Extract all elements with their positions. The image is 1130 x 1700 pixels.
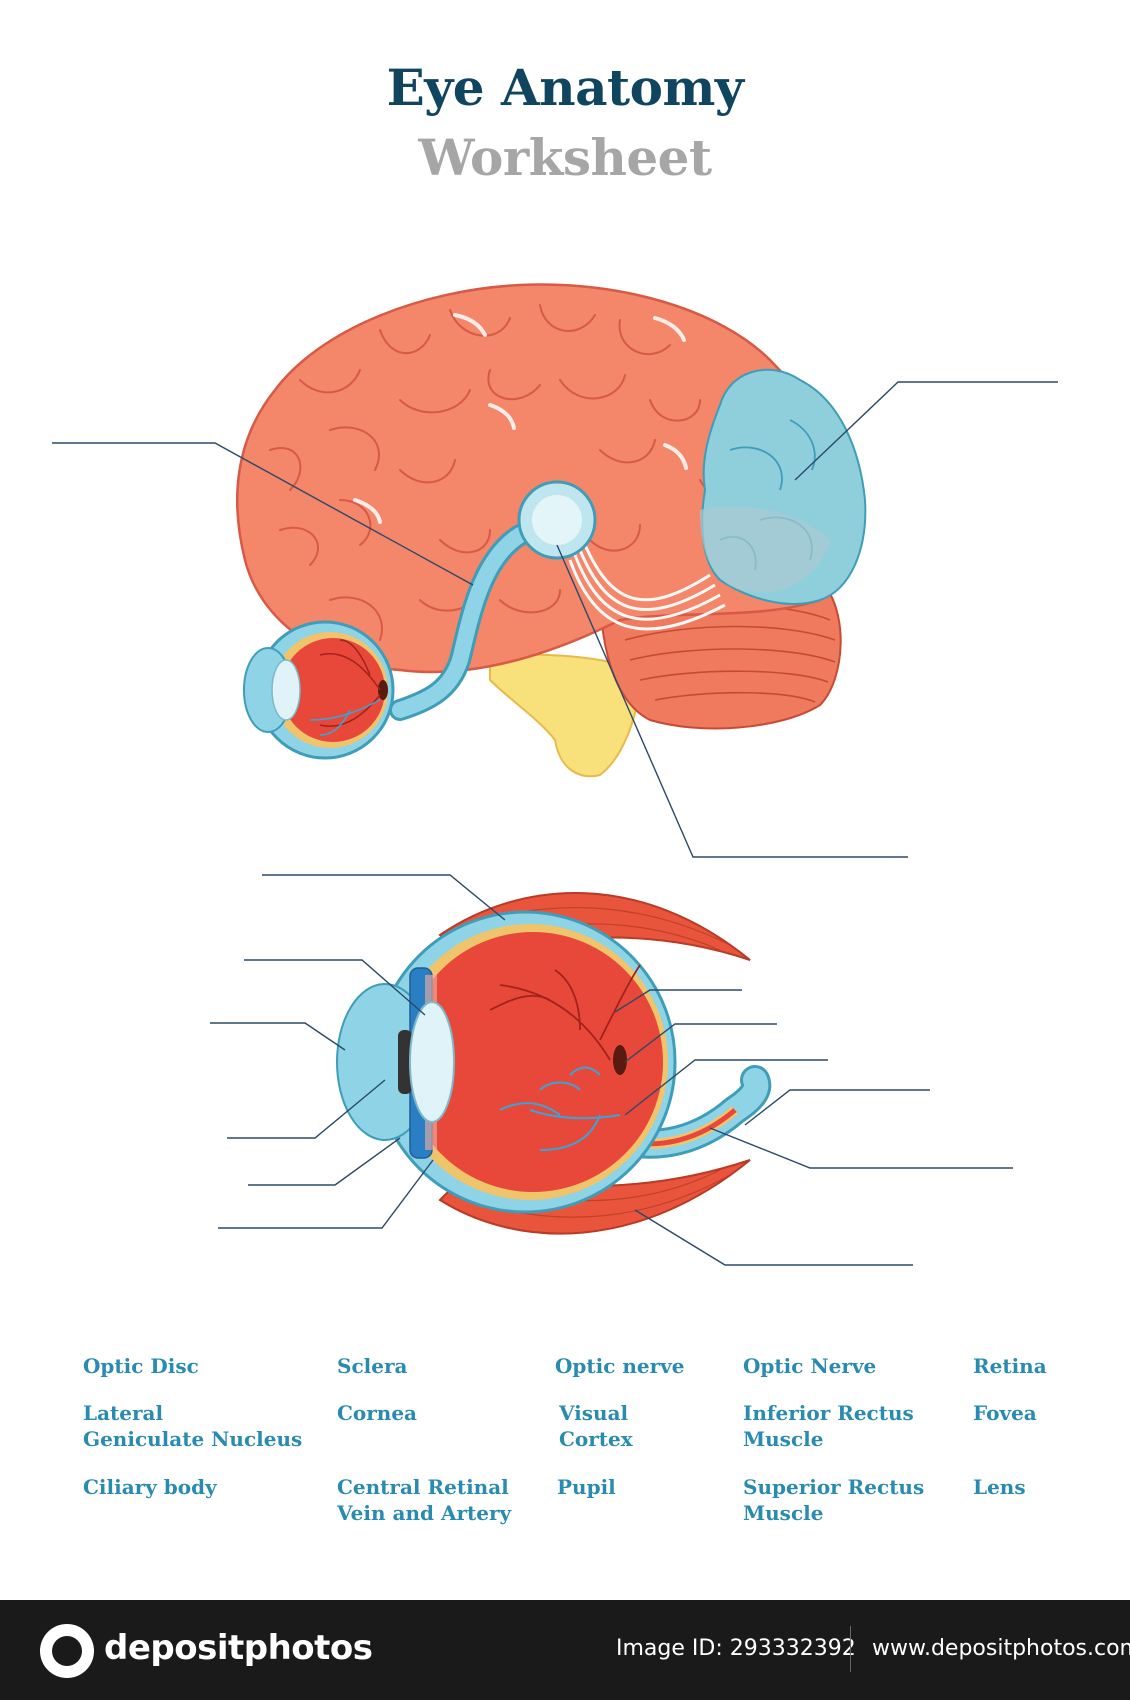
eye-illustration [336, 891, 772, 1235]
term-central-retinal: Central Retinal Vein and Artery [337, 1475, 512, 1525]
footer-logo-text: depositphotos [104, 1628, 373, 1668]
footer-site-link[interactable]: www.depositphotos.com [872, 1636, 1130, 1661]
term-ciliary-body: Ciliary body [83, 1475, 217, 1499]
eye-leader-lines [210, 874, 1013, 1266]
fovea-spot [613, 1045, 627, 1075]
footer-bar: depositphotos Image ID: 293332392 www.de… [0, 1600, 1130, 1700]
term-fovea: Fovea [973, 1401, 1037, 1425]
camera-logo-icon [40, 1624, 94, 1678]
brain-leader-lines [52, 381, 1058, 858]
term-retina: Retina [973, 1354, 1047, 1378]
brain-illustration [236, 283, 867, 778]
term-inferior-rectus: Inferior Rectus Muscle [743, 1401, 914, 1451]
anatomy-diagram [52, 283, 1058, 1266]
term-sclera: Sclera [337, 1354, 408, 1378]
term-lens: Lens [973, 1475, 1026, 1499]
pupil-shape [398, 1030, 412, 1094]
brain-eye [243, 620, 395, 760]
term-optic-disc: Optic Disc [83, 1354, 199, 1378]
page-subtitle: Worksheet [418, 128, 712, 187]
term-lgn: Lateral Geniculate Nucleus [83, 1401, 303, 1451]
lens-shape [409, 1001, 455, 1123]
term-optic-nerve-lower: Optic nerve [555, 1354, 685, 1378]
term-cornea: Cornea [337, 1401, 418, 1425]
term-optic-nerve-upper: Optic Nerve [743, 1354, 877, 1378]
term-pupil: Pupil [557, 1475, 616, 1499]
page-title: Eye Anatomy [386, 58, 744, 117]
footer-separator [850, 1626, 851, 1672]
brainstem [489, 653, 642, 778]
term-visual-cortex: Visual Cortex [559, 1401, 633, 1451]
term-superior-rectus: Superior Rectus Muscle [743, 1475, 925, 1525]
footer-image-id: Image ID: 293332392 [616, 1636, 856, 1661]
